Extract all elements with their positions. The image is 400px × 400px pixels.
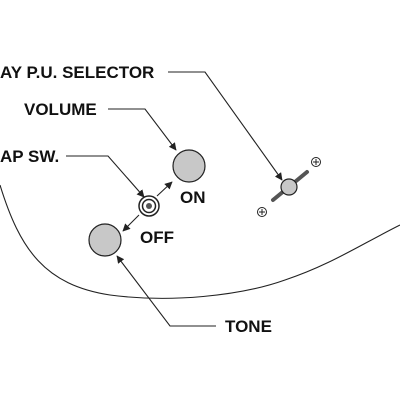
pickup-selector-switch	[257, 157, 321, 217]
tone-knob	[88, 223, 122, 257]
volume-leader	[108, 108, 177, 151]
selector-screw-top	[311, 157, 321, 167]
on-label: ON	[180, 188, 206, 207]
selector-label: AY P.U. SELECTOR	[0, 63, 154, 82]
tone-leader	[116, 255, 216, 327]
volume-knob	[172, 149, 206, 183]
tap-switch-leader	[66, 155, 145, 198]
tone-label: TONE	[225, 317, 272, 336]
guitar-body-outline	[0, 184, 400, 299]
volume-label: VOLUME	[24, 100, 97, 119]
off-label: OFF	[140, 228, 174, 247]
tap-switch-label: AP SW.	[0, 147, 59, 166]
off-arrow	[122, 214, 140, 232]
on-arrow	[156, 181, 173, 197]
selector-screw-bottom	[257, 207, 267, 217]
selector-leader	[168, 71, 283, 181]
tap-switch	[138, 195, 160, 217]
